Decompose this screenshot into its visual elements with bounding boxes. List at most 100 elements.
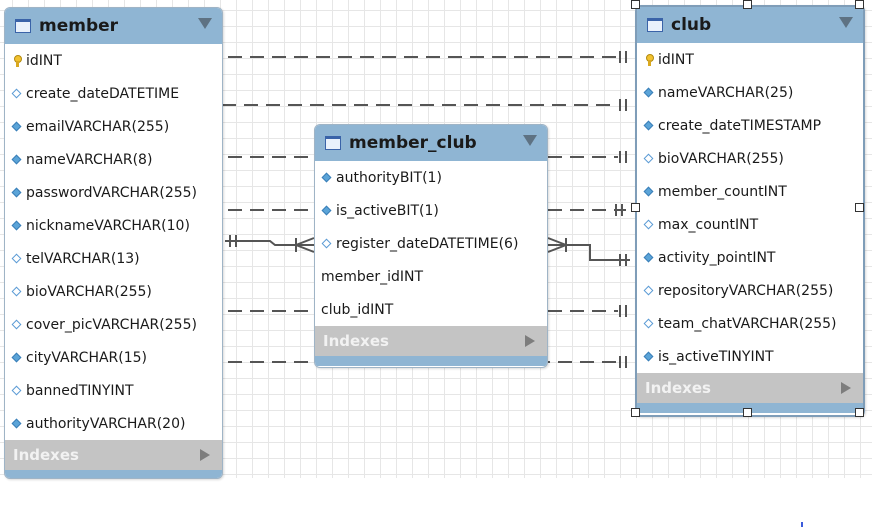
- column-name: activity_point: [658, 249, 753, 266]
- column-row[interactable]: is_active TINYINT: [637, 340, 863, 373]
- column-row[interactable]: register_date DATETIME(6): [315, 227, 547, 260]
- column-row[interactable]: create_date DATETIME: [5, 77, 222, 110]
- column-row[interactable]: name VARCHAR(25): [637, 76, 863, 109]
- table-header[interactable]: club: [637, 7, 863, 43]
- resize-handle-right[interactable]: [855, 203, 864, 212]
- table-header[interactable]: member_club: [315, 125, 547, 161]
- column-icon: [11, 220, 23, 232]
- column-row[interactable]: club_id INT: [315, 293, 547, 326]
- column-row[interactable]: cover_pic VARCHAR(255): [5, 308, 222, 341]
- column-icon: [643, 87, 655, 99]
- nullable-column-icon: [643, 153, 655, 165]
- collapse-arrow-icon[interactable]: [839, 17, 853, 28]
- column-row[interactable]: authority VARCHAR(20): [5, 407, 222, 440]
- column-row[interactable]: authority BIT(1): [315, 161, 547, 194]
- column-icon: [11, 154, 23, 166]
- column-name: email: [26, 118, 65, 135]
- column-row[interactable]: id INT: [5, 44, 222, 77]
- column-name: member_count: [658, 183, 764, 200]
- column-icon: [11, 187, 23, 199]
- resize-handle-left[interactable]: [631, 203, 640, 212]
- column-name: banned: [26, 382, 79, 399]
- column-icon: [11, 352, 23, 364]
- expand-arrow-icon[interactable]: [200, 449, 210, 461]
- column-type: VARCHAR(255): [728, 282, 834, 299]
- nullable-column-icon: [11, 319, 23, 331]
- column-type: INT: [670, 51, 694, 68]
- column-name: team_chat: [658, 315, 732, 332]
- column-row[interactable]: bio VARCHAR(255): [637, 142, 863, 175]
- column-name: create_date: [658, 117, 742, 134]
- column-row[interactable]: password VARCHAR(255): [5, 176, 222, 209]
- resize-handle-bottom[interactable]: [743, 408, 752, 417]
- column-row[interactable]: repository VARCHAR(255): [637, 274, 863, 307]
- column-name: authority: [26, 415, 90, 432]
- column-row[interactable]: email VARCHAR(255): [5, 110, 222, 143]
- column-name: register_date: [336, 235, 429, 252]
- column-type: TINYINT: [78, 382, 134, 399]
- indexes-section[interactable]: Indexes: [637, 373, 863, 403]
- nullable-column-icon: [11, 253, 23, 265]
- column-icon: [321, 205, 333, 217]
- column-row[interactable]: team_chat VARCHAR(255): [637, 307, 863, 340]
- column-type: VARCHAR(8): [65, 151, 153, 168]
- indexes-section[interactable]: Indexes: [5, 440, 222, 470]
- column-row[interactable]: name VARCHAR(8): [5, 143, 222, 176]
- table-icon: [15, 19, 31, 33]
- column-name: password: [26, 184, 93, 201]
- column-icon: [643, 120, 655, 132]
- table-icon: [647, 18, 663, 32]
- column-type: DATETIME: [109, 85, 180, 102]
- table-footer: [5, 470, 222, 478]
- column-type: VARCHAR(255): [92, 316, 197, 333]
- indexes-section[interactable]: Indexes: [315, 326, 547, 356]
- column-name: id: [658, 51, 671, 68]
- expand-arrow-icon[interactable]: [841, 382, 851, 394]
- column-name: member_id: [321, 268, 400, 285]
- column-row[interactable]: member_id INT: [315, 260, 547, 293]
- column-row[interactable]: tel VARCHAR(13): [5, 242, 222, 275]
- resize-handle-top-right[interactable]: [855, 0, 864, 9]
- resize-handle-bottom-right[interactable]: [855, 408, 864, 417]
- column-type: INT: [399, 268, 424, 285]
- column-row[interactable]: id INT: [637, 43, 863, 76]
- text-cursor: [801, 522, 803, 527]
- column-name: authority: [336, 169, 400, 186]
- column-row[interactable]: member_count INT: [637, 175, 863, 208]
- indexes-label: Indexes: [323, 332, 389, 350]
- column-icon: [643, 186, 655, 198]
- column-type: VARCHAR(255): [92, 184, 198, 201]
- column-icon: [11, 418, 23, 430]
- column-name: tel: [26, 250, 44, 267]
- column-row[interactable]: city VARCHAR(15): [5, 341, 222, 374]
- column-row[interactable]: banned TINYINT: [5, 374, 222, 407]
- resize-handle-top-left[interactable]: [631, 0, 640, 9]
- table-title: member_club: [349, 133, 477, 153]
- column-row[interactable]: create_date TIMESTAMP: [637, 109, 863, 142]
- collapse-arrow-icon[interactable]: [198, 18, 212, 29]
- column-name: city: [26, 349, 52, 366]
- relationship-lines: [222, 51, 630, 368]
- column-name: max_count: [658, 216, 735, 233]
- resize-handle-bottom-left[interactable]: [631, 408, 640, 417]
- column-row[interactable]: activity_point INT: [637, 241, 863, 274]
- column-name: cover_pic: [26, 316, 93, 333]
- column-type: INT: [752, 249, 776, 266]
- expand-arrow-icon[interactable]: [525, 335, 535, 347]
- column-type: INT: [763, 183, 787, 200]
- column-row[interactable]: is_active BIT(1): [315, 194, 547, 227]
- primary-key-icon: [11, 54, 23, 67]
- resize-handle-top[interactable]: [743, 0, 752, 9]
- relationship-line-club-member-club[interactable]: [548, 244, 630, 261]
- collapse-arrow-icon[interactable]: [523, 135, 537, 146]
- column-type: BIT(1): [399, 169, 442, 186]
- column-type: INT: [38, 52, 62, 69]
- table-member-club[interactable]: member_club authority BIT(1)is_active BI…: [314, 124, 548, 368]
- table-header[interactable]: member: [5, 8, 222, 44]
- column-row[interactable]: max_count INT: [637, 208, 863, 241]
- column-row[interactable]: bio VARCHAR(255): [5, 275, 222, 308]
- column-row[interactable]: nickname VARCHAR(10): [5, 209, 222, 242]
